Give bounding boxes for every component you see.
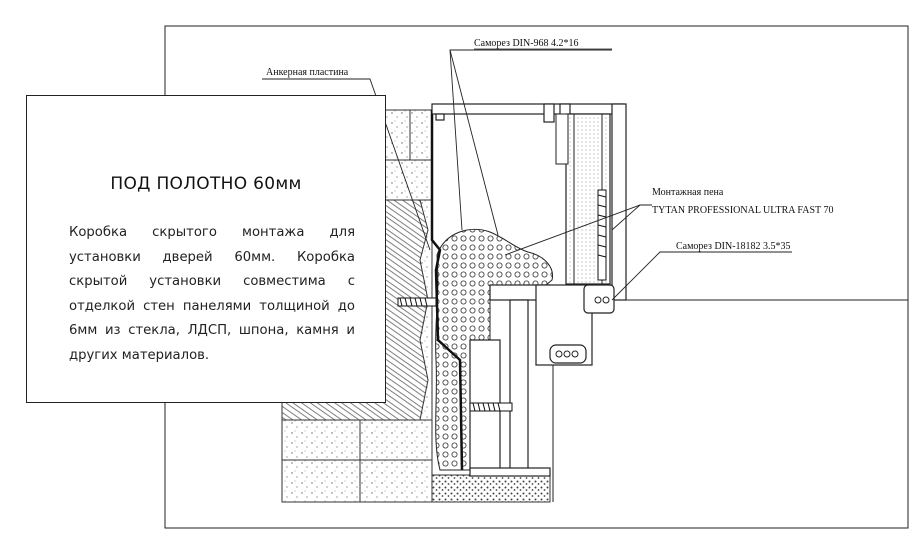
callout-body: Коробка скрытого монтажа для установки д… bbox=[69, 225, 355, 363]
label-foam-line1: Монтажная пена bbox=[652, 187, 724, 198]
screw-middle bbox=[469, 402, 513, 412]
label-foam-line2: TYTAN PROFESSIONAL ULTRA FAST 70 bbox=[652, 205, 833, 216]
callout-title: ПОД ПОЛОТНО 60мм bbox=[110, 174, 302, 194]
floor-gravel bbox=[431, 474, 551, 503]
screw-left bbox=[397, 297, 437, 307]
profile-gaskets bbox=[555, 296, 610, 358]
label-screw-side: Саморез DIN-18182 3.5*35 bbox=[676, 241, 791, 252]
anchor-plate bbox=[430, 110, 464, 471]
label-screw-top: Саморез DIN-968 4.2*16 bbox=[474, 38, 579, 49]
screw-door bbox=[597, 189, 607, 281]
info-callout: ПОД ПОЛОТНО 60мм Коробка скрытого монтаж… bbox=[26, 95, 386, 403]
label-anchor-plate: Анкерная пластина bbox=[266, 67, 349, 78]
leader-lines bbox=[262, 49, 792, 301]
